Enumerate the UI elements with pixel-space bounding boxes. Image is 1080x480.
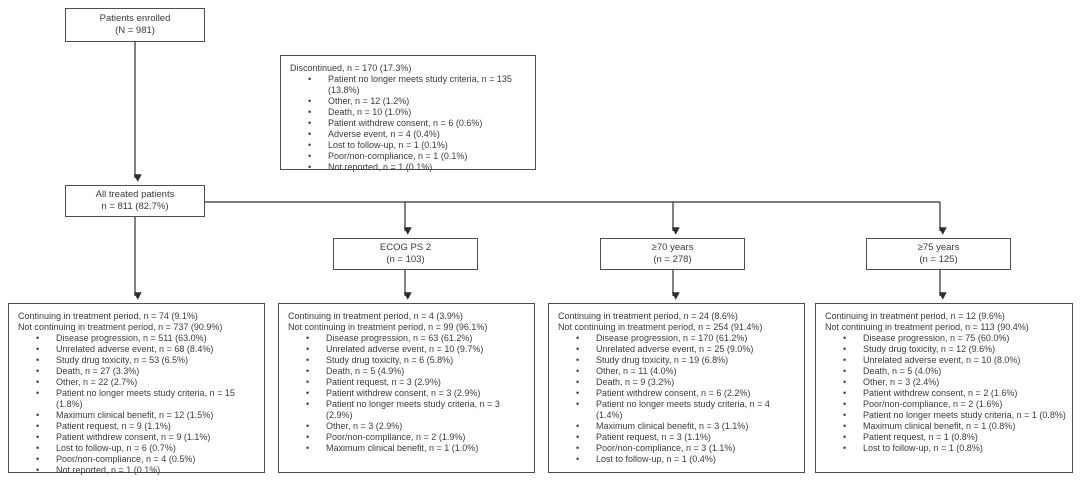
subgroup-ecog-ps2-label: ECOG PS 2 — [379, 241, 432, 253]
not-continuing-line: Not continuing in treatment period, n = … — [18, 321, 223, 332]
list-item: Patient withdrew consent, n = 6 (2.2%) — [576, 388, 798, 399]
list-item: Maximum clinical benefit, n = 12 (1.5%) — [36, 410, 258, 421]
outcome-reasons-list: Disease progression, n = 511 (63.0%)Unre… — [18, 333, 258, 476]
outcome-75-years-box: Continuing in treatment period, n = 12 (… — [815, 303, 1073, 473]
list-item: Patient withdrew consent, n = 6 (0.6%) — [308, 118, 529, 129]
list-item: Death, n = 9 (3.2%) — [576, 377, 798, 388]
subgroup-ecog-ps2-count: (n = 103) — [386, 254, 425, 265]
patients-enrolled-label: Patients enrolled — [99, 12, 171, 24]
subgroup-70-years-label: ≥70 years — [651, 241, 694, 253]
list-item: Patient no longer meets study criteria, … — [843, 410, 1066, 421]
patients-enrolled-box: Patients enrolled (N = 981) — [65, 8, 205, 42]
discontinued-box: Discontinued, n = 170 (17.3%) Patient no… — [280, 55, 536, 173]
list-item: Patient request, n = 9 (1.1%) — [36, 421, 258, 432]
list-item: Patient withdrew consent, n = 2 (1.6%) — [843, 388, 1066, 399]
discontinued-title: Discontinued, n = 170 (17.3%) — [290, 63, 412, 73]
list-item: Patient request, n = 1 (0.8%) — [843, 432, 1066, 443]
list-item: Study drug toxicity, n = 12 (9.6%) — [843, 344, 1066, 355]
continuing-line: Continuing in treatment period, n = 12 (… — [825, 311, 1005, 321]
list-item: Lost to follow-up, n = 1 (0.1%) — [308, 140, 529, 151]
list-item: Not reported, n = 1 (0.1%) — [308, 162, 529, 173]
list-item: Patient withdrew consent, n = 3 (2.9%) — [306, 388, 528, 399]
list-item: Maximum clinical benefit, n = 1 (1.0%) — [306, 443, 528, 454]
list-item: Patient no longer meets study criteria, … — [308, 74, 529, 96]
outcome-70-years-box: Continuing in treatment period, n = 24 (… — [548, 303, 805, 473]
list-item: Unrelated adverse event, n = 10 (8.0%) — [843, 355, 1066, 366]
list-item: Death, n = 5 (4.9%) — [306, 366, 528, 377]
continuing-line: Continuing in treatment period, n = 24 (… — [558, 311, 738, 321]
list-item: Patient request, n = 3 (2.9%) — [306, 377, 528, 388]
outcome-reasons-list: Disease progression, n = 75 (60.0%)Study… — [825, 333, 1066, 454]
outcome-all-treated-box: Continuing in treatment period, n = 74 (… — [8, 303, 265, 476]
subgroup-75-years-label: ≥75 years — [917, 241, 960, 253]
all-treated-patients-label: All treated patients — [95, 188, 175, 200]
subgroup-70-years-box: ≥70 years (n = 278) — [600, 238, 745, 270]
list-item: Other, n = 3 (2.9%) — [306, 421, 528, 432]
list-item: Adverse event, n = 4 (0.4%) — [308, 129, 529, 140]
list-item: Disease progression, n = 511 (63.0%) — [36, 333, 258, 344]
list-item: Maximum clinical benefit, n = 3 (1.1%) — [576, 421, 798, 432]
list-item: Patient withdrew consent, n = 9 (1.1%) — [36, 432, 258, 443]
subgroup-75-years-count: (n = 125) — [919, 254, 958, 265]
not-continuing-line: Not continuing in treatment period, n = … — [558, 321, 763, 332]
list-item: Unrelated adverse event, n = 68 (8.4%) — [36, 344, 258, 355]
list-item: Patient no longer meets study criteria, … — [36, 388, 258, 410]
list-item: Other, n = 3 (2.4%) — [843, 377, 1066, 388]
list-item: Other, n = 11 (4.0%) — [576, 366, 798, 377]
list-item: Patient no longer meets study criteria, … — [576, 399, 798, 421]
list-item: Lost to follow-up, n = 1 (0.4%) — [576, 454, 798, 465]
not-continuing-line: Not continuing in treatment period, n = … — [825, 321, 1029, 332]
list-item: Maximum clinical benefit, n = 1 (0.8%) — [843, 421, 1066, 432]
list-item: Study drug toxicity, n = 19 (6.8%) — [576, 355, 798, 366]
patients-enrolled-count: (N = 981) — [115, 25, 155, 36]
list-item: Patient request, n = 3 (1.1%) — [576, 432, 798, 443]
discontinued-list: Patient no longer meets study criteria, … — [290, 74, 529, 173]
list-item: Death, n = 10 (1.0%) — [308, 107, 529, 118]
subgroup-70-years-count: (n = 278) — [653, 254, 692, 265]
list-item: Lost to follow-up, n = 6 (0.7%) — [36, 443, 258, 454]
subgroup-75-years-box: ≥75 years (n = 125) — [866, 238, 1011, 270]
continuing-line: Continuing in treatment period, n = 4 (3… — [288, 311, 463, 321]
list-item: Disease progression, n = 63 (61.2%) — [306, 333, 528, 344]
list-item: Poor/non-compliance, n = 3 (1.1%) — [576, 443, 798, 454]
continuing-line: Continuing in treatment period, n = 74 (… — [18, 311, 198, 321]
outcome-ecog-ps2-box: Continuing in treatment period, n = 4 (3… — [278, 303, 535, 473]
subgroup-ecog-ps2-box: ECOG PS 2 (n = 103) — [333, 238, 478, 270]
list-item: Other, n = 12 (1.2%) — [308, 96, 529, 107]
list-item: Disease progression, n = 75 (60.0%) — [843, 333, 1066, 344]
not-continuing-line: Not continuing in treatment period, n = … — [288, 321, 488, 332]
list-item: Poor/non-compliance, n = 4 (0.5%) — [36, 454, 258, 465]
list-item: Lost to follow-up, n = 1 (0.8%) — [843, 443, 1066, 454]
list-item: Poor/non-compliance, n = 2 (1.6%) — [843, 399, 1066, 410]
list-item: Death, n = 5 (4.0%) — [843, 366, 1066, 377]
list-item: Study drug toxicity, n = 53 (6.5%) — [36, 355, 258, 366]
list-item: Unrelated adverse event, n = 25 (9.0%) — [576, 344, 798, 355]
outcome-reasons-list: Disease progression, n = 63 (61.2%)Unrel… — [288, 333, 528, 454]
list-item: Unrelated adverse event, n = 10 (9.7%) — [306, 344, 528, 355]
list-item: Death, n = 27 (3.3%) — [36, 366, 258, 377]
list-item: Poor/non-compliance, n = 1 (0.1%) — [308, 151, 529, 162]
list-item: Disease progression, n = 170 (61.2%) — [576, 333, 798, 344]
list-item: Study drug toxicity, n = 6 (5.8%) — [306, 355, 528, 366]
list-item: Poor/non-compliance, n = 2 (1.9%) — [306, 432, 528, 443]
list-item: Not reported, n = 1 (0.1%) — [36, 465, 258, 476]
outcome-reasons-list: Disease progression, n = 170 (61.2%)Unre… — [558, 333, 798, 465]
all-treated-patients-box: All treated patients n = 811 (82.7%) — [65, 185, 205, 217]
list-item: Other, n = 22 (2.7%) — [36, 377, 258, 388]
list-item: Patient no longer meets study criteria, … — [306, 399, 528, 421]
all-treated-patients-count: n = 811 (82.7%) — [101, 201, 169, 212]
